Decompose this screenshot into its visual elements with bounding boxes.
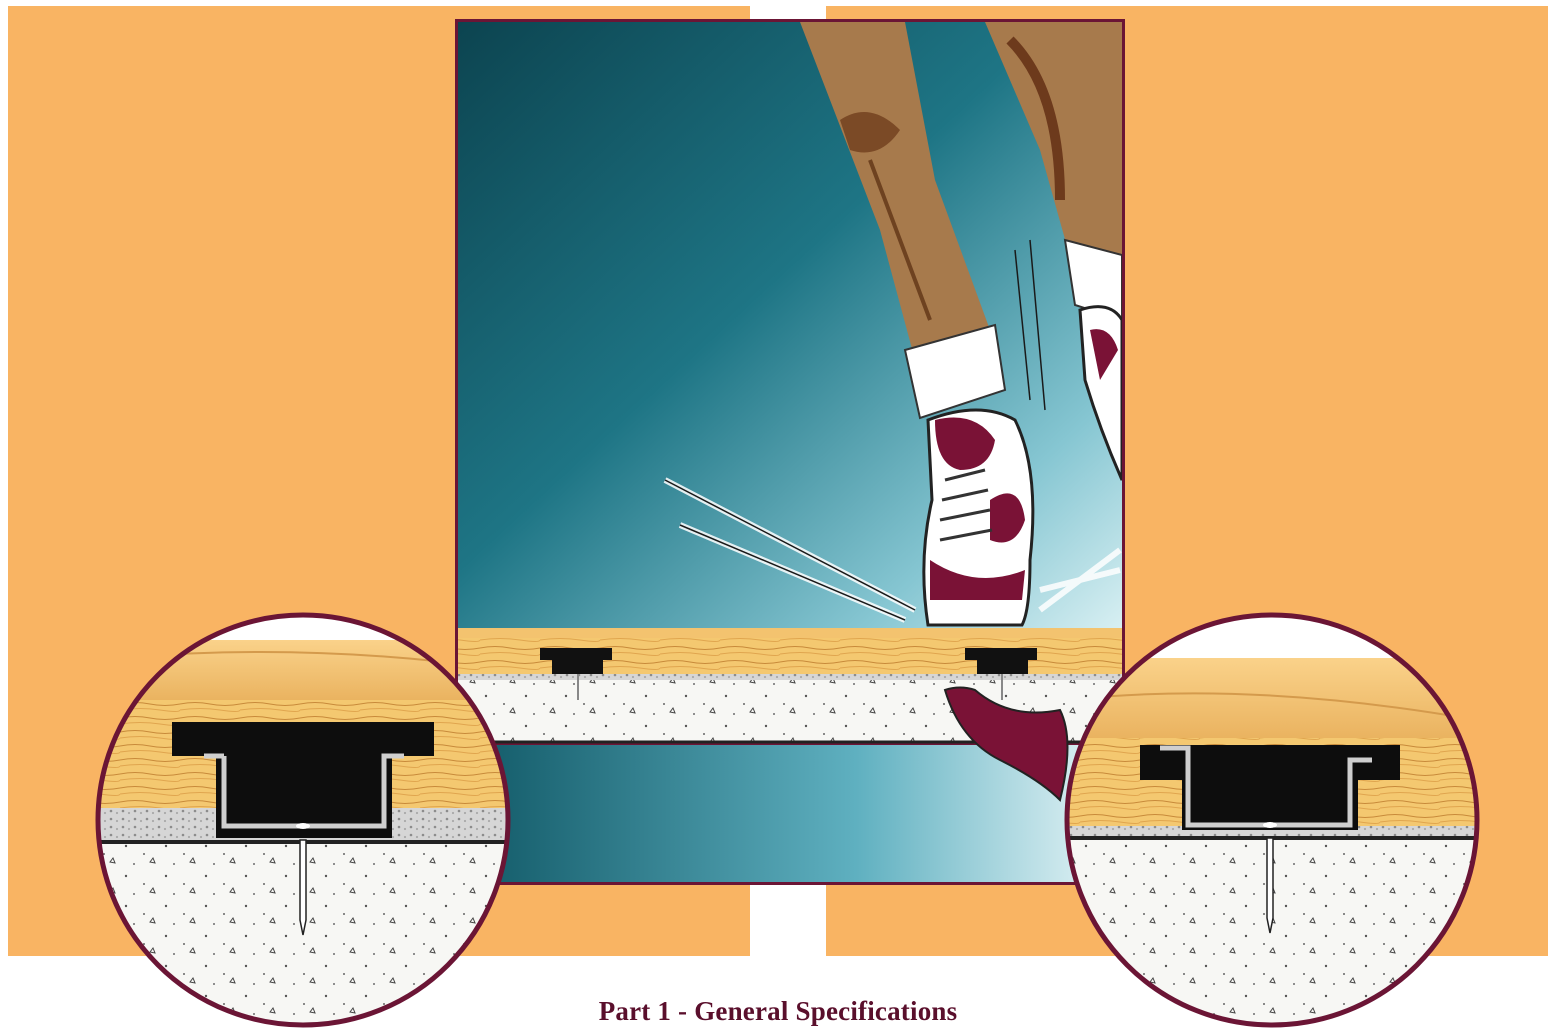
detail-circle-left [98,615,508,1029]
detail-circle-right [1067,615,1477,1030]
page-caption: Part 1 - General Specifications [0,996,1556,1027]
floor-cross-section [458,628,1122,882]
main-illustration [455,19,1125,885]
